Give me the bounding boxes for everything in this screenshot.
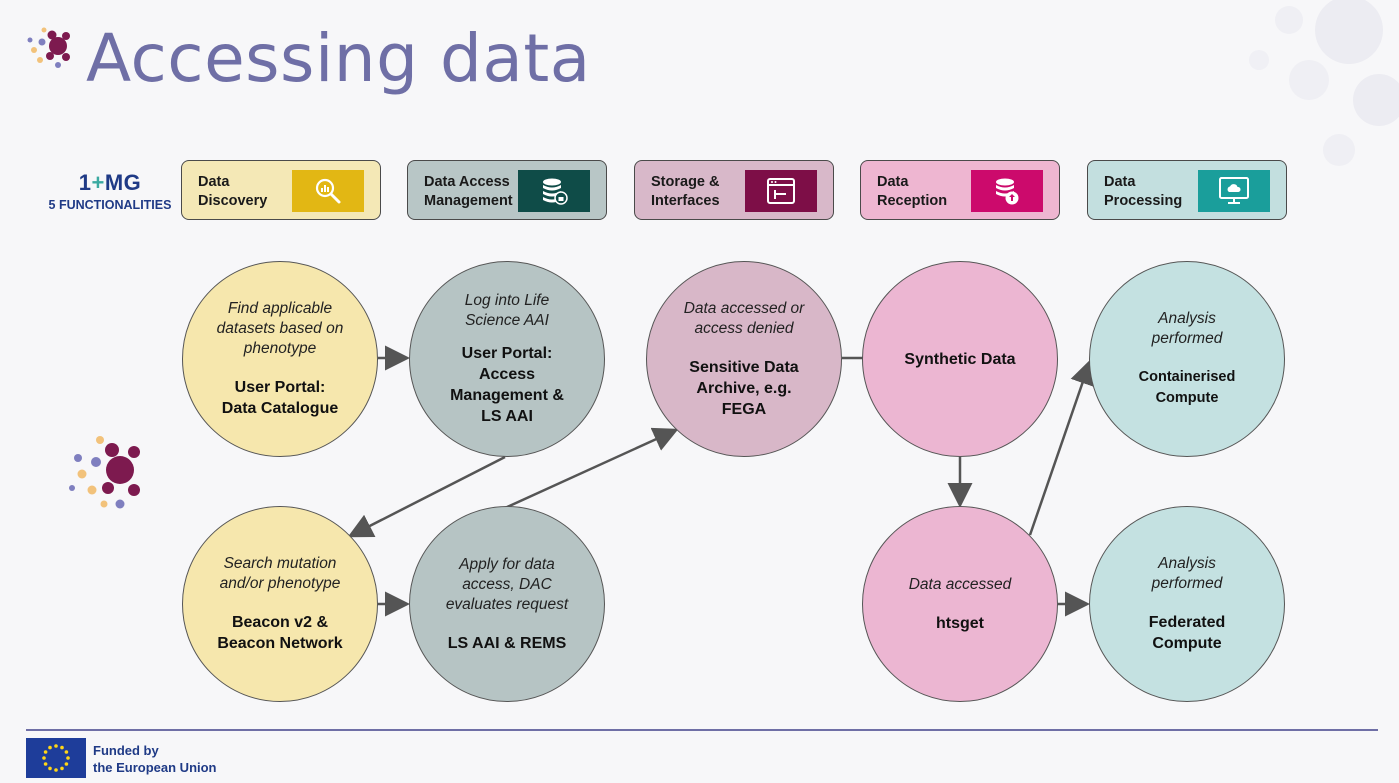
node-sensitive-data-archive: Data accessed or access denied Sensitive… <box>646 261 842 457</box>
node-description: Data accessed or access denied <box>683 299 805 337</box>
page-title: Accessing data <box>86 20 591 97</box>
node-system: Beacon v2 & Beacon Network <box>217 614 343 652</box>
database-lock-icon <box>518 170 590 212</box>
node-synthetic-data: Synthetic Data <box>862 261 1058 457</box>
node-access-management: Log into Life Science AAI User Portal: A… <box>409 261 605 457</box>
node-rems: Apply for data access, DAC evaluates req… <box>409 506 605 702</box>
logo-icon <box>69 436 140 509</box>
arrow-login-to-beacon <box>347 455 506 538</box>
node-system: htsget <box>936 614 984 632</box>
node-description: Apply for data access, DAC evaluates req… <box>445 555 569 613</box>
node-data-catalogue: Find applicable datasets based on phenot… <box>182 261 378 457</box>
node-description: Data accessed <box>908 575 1012 593</box>
funding-statement: Funded by the European Union <box>93 743 217 775</box>
node-description: Search mutation and/or phenotype <box>219 555 341 592</box>
functionality-label: Storage & Interfaces <box>651 174 720 209</box>
functionality-data-discovery: Data Discovery <box>181 160 381 220</box>
arrow-apply-to-archive <box>504 427 679 510</box>
monitor-cloud-icon <box>1198 170 1270 212</box>
node-system: Synthetic Data <box>904 350 1016 368</box>
footer-divider <box>26 729 1378 731</box>
brand-subtitle: 5 FUNCTIONALITIES <box>48 198 172 212</box>
browser-window-icon <box>745 170 817 212</box>
arrow-htsget-to-containerised <box>1028 359 1095 536</box>
node-system: User Portal: Access Management & LS AAI <box>450 345 564 425</box>
node-description: Analysis performed <box>1151 310 1223 347</box>
functionality-label: Data Discovery <box>198 174 268 209</box>
decorative-dots-icon <box>1249 0 1399 166</box>
brand-name: 1+MG <box>78 170 142 195</box>
functionality-label: Data Access Management <box>424 174 513 209</box>
node-system: LS AAI & REMS <box>447 634 567 652</box>
functionality-label: Data Reception <box>877 174 948 209</box>
functionality-label: Data Processing <box>1104 174 1183 209</box>
node-system: Federated Compute <box>1148 614 1226 652</box>
logo-icon <box>27 27 70 68</box>
search-chart-icon <box>292 170 364 212</box>
database-upload-icon <box>971 170 1043 212</box>
node-containerised-compute: Analysis performed Containerised Compute <box>1089 261 1285 457</box>
node-htsget: Data accessed htsget <box>862 506 1058 702</box>
node-description: Log into Life Science AAI <box>464 292 550 329</box>
node-system: User Portal: Data Catalogue <box>221 379 339 417</box>
node-federated-compute: Analysis performed Federated Compute <box>1089 506 1285 702</box>
functionality-storage-interfaces: Storage & Interfaces <box>634 160 834 220</box>
brand-label: 1+MG 5 FUNCTIONALITIES <box>40 170 180 212</box>
node-description: Analysis performed <box>1151 555 1223 592</box>
node-description: Find applicable datasets based on phenot… <box>216 300 344 357</box>
node-system: Containerised Compute <box>1138 369 1236 406</box>
functionality-data-access-management: Data Access Management <box>407 160 607 220</box>
eu-flag-icon <box>26 738 86 778</box>
node-system: Sensitive Data Archive, e.g. FEGA <box>689 358 799 418</box>
functionality-data-processing: Data Processing <box>1087 160 1287 220</box>
node-beacon: Search mutation and/or phenotype Beacon … <box>182 506 378 702</box>
functionality-data-reception: Data Reception <box>860 160 1060 220</box>
